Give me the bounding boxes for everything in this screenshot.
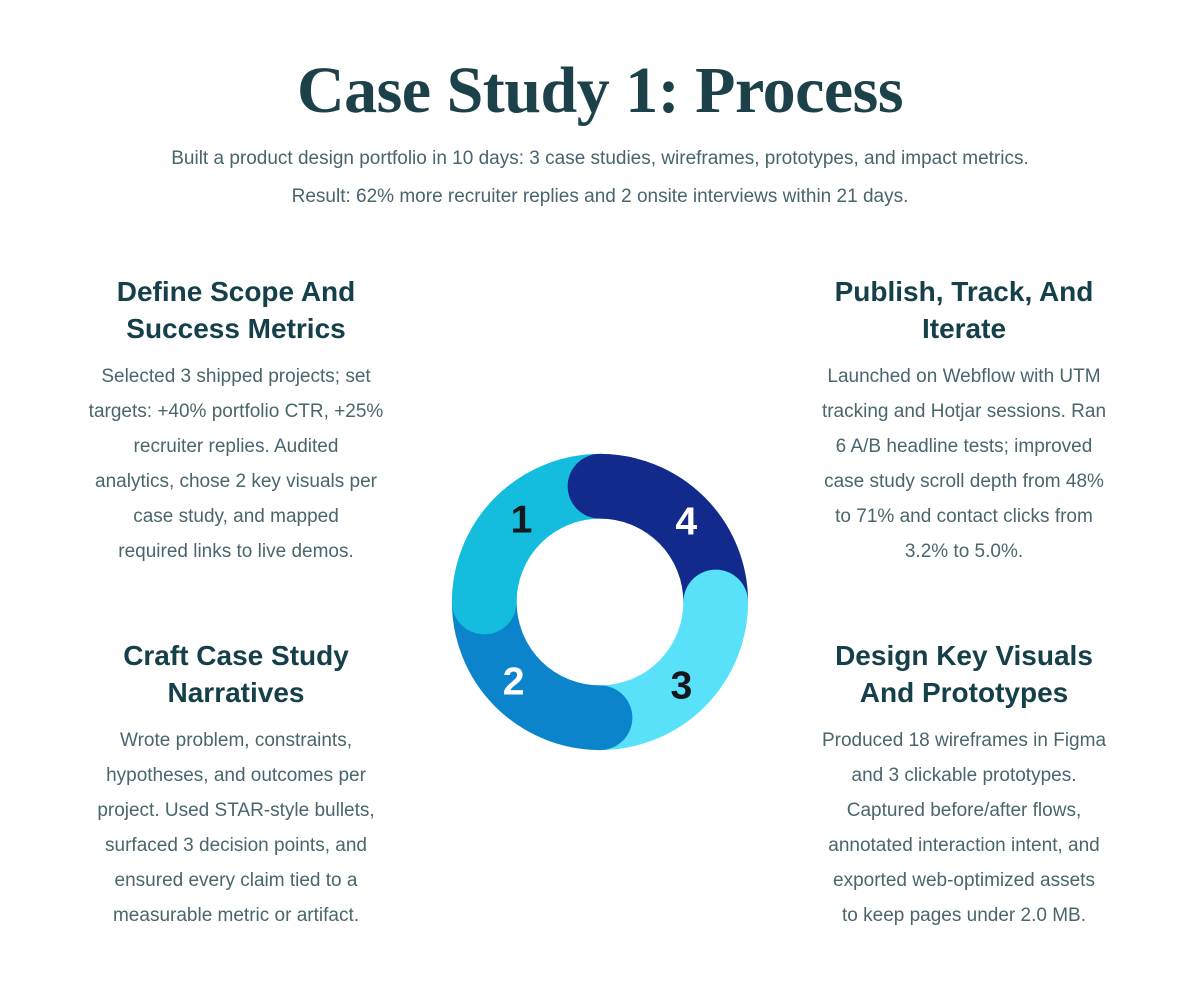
- donut-cap-3: [683, 569, 749, 635]
- step-4-body: Launched on Webflow with UTM tracking an…: [821, 366, 1107, 562]
- step-3-body: Produced 18 wireframes in Figma and 3 cl…: [821, 730, 1107, 926]
- page-title: Case Study 1: Process: [296, 54, 904, 127]
- step-1-heading: Define Scope And Success Metrics: [116, 276, 356, 344]
- step-2-block: Craft Case Study Narratives Wrote proble…: [56, 637, 416, 933]
- step-2-heading: Craft Case Study Narratives: [123, 640, 349, 708]
- step-3-heading: Design Key Visuals And Prototypes: [835, 640, 1093, 708]
- donut-cap-1: [451, 569, 517, 635]
- page-subtitle: Built a product design portfolio in 10 d…: [171, 148, 1029, 207]
- donut-number-1: 1: [511, 498, 533, 542]
- step-4-block: Publish, Track, And Iterate Launched on …: [784, 273, 1144, 569]
- step-4-heading: Publish, Track, And Iterate: [834, 276, 1094, 344]
- process-donut-chart: 1 2 3 4: [451, 453, 749, 751]
- donut-cap-2: [567, 685, 633, 751]
- donut-cap-4: [567, 453, 633, 519]
- donut-number-2: 2: [503, 659, 525, 703]
- step-3-block: Design Key Visuals And Prototypes Produc…: [784, 637, 1144, 933]
- donut-number-4: 4: [675, 500, 697, 544]
- step-1-body: Selected 3 shipped projects; set targets…: [88, 366, 384, 562]
- step-2-body: Wrote problem, constraints, hypotheses, …: [97, 730, 375, 926]
- donut-number-3: 3: [670, 663, 692, 707]
- step-1-block: Define Scope And Success Metrics Selecte…: [56, 273, 416, 569]
